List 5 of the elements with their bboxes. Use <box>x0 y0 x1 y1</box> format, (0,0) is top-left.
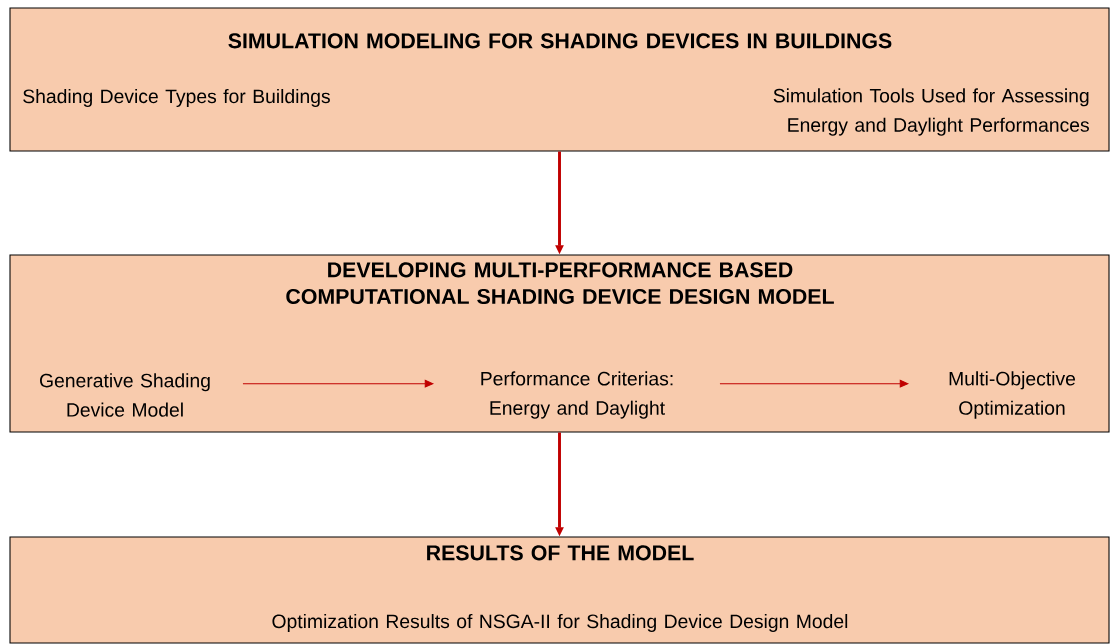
step-text: Multi-Objective Optimization <box>949 371 1076 419</box>
process-box: SIMULATION MODELING FOR SHADING DEVICES IN BUILDINGS Shading Device Types for Buildings Simulation Tools Used for Assessing Energy and Daylight Performances <box>9 7 1110 152</box>
process-box: RESULTS OF THE MODEL Optimization Results of NSGA-II for Shading Device Design Model <box>9 536 1110 644</box>
step-text: Generative Shading Device Model <box>40 373 210 417</box>
step-text: Performance Criterias: Energy and Daylight <box>481 371 673 419</box>
